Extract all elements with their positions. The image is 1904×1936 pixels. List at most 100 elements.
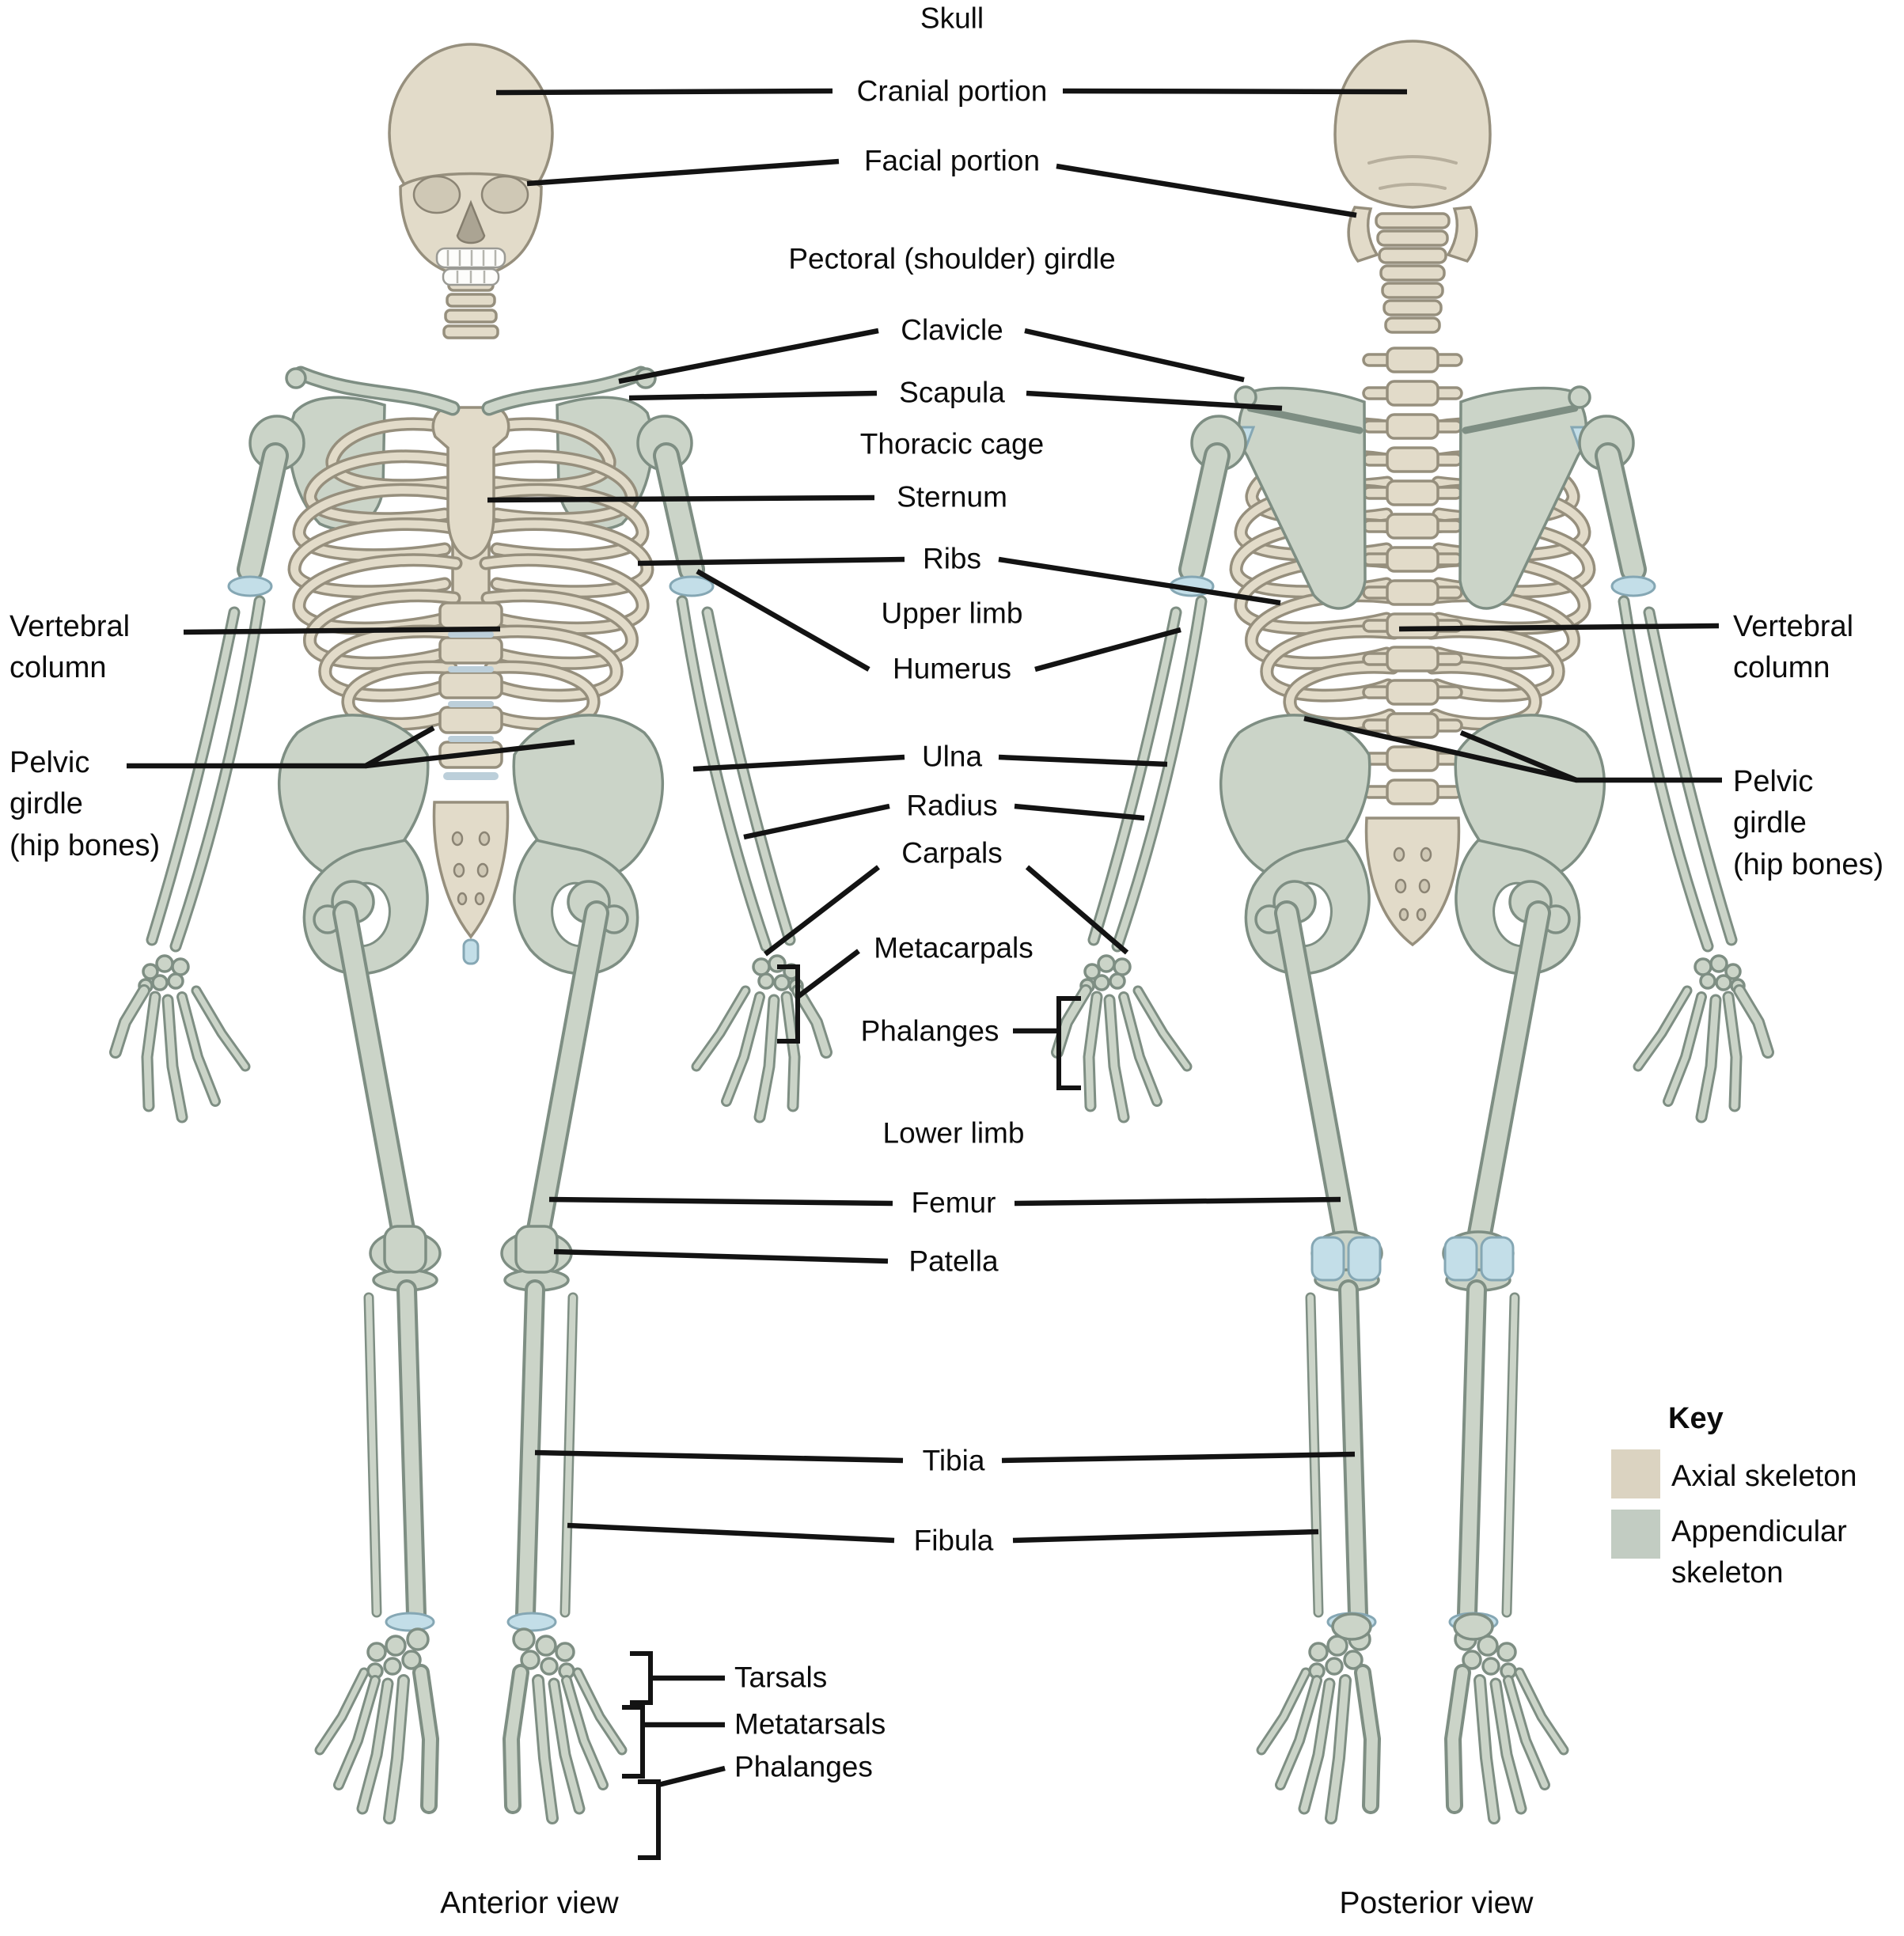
bracket-tarsals (630, 1651, 653, 1705)
anterior-skull (388, 43, 554, 286)
label-cranial-portion: Cranial portion (856, 74, 1048, 108)
label-phalanges-foot: Phalanges (734, 1750, 873, 1783)
brackets (622, 964, 1081, 1860)
label-scapula: Scapula (899, 376, 1005, 409)
sternum-shape (431, 406, 510, 560)
femoral-condyle-shape (1347, 1236, 1382, 1282)
label-tarsals: Tarsals (734, 1661, 828, 1694)
leader-clavicle-left (618, 328, 879, 385)
leader-femur-right (1014, 1196, 1341, 1207)
heading-upper-limb: Upper limb (881, 597, 1023, 630)
anterior-legs (314, 881, 628, 1818)
leader-facial-left (526, 158, 840, 187)
leader-vertebral-right (1398, 623, 1720, 632)
leader-metacarpals (796, 949, 860, 999)
label-carpals: Carpals (901, 836, 1003, 869)
patella-shape (383, 1225, 427, 1274)
eye-socket-shape (412, 175, 461, 214)
heading-thoracic-cage: Thoracic cage (859, 427, 1045, 460)
leader-humerus-right (1034, 627, 1181, 672)
leader-carpals-right (1025, 865, 1129, 955)
leader-facial-right (1056, 163, 1357, 218)
pubic-symphysis-shape (462, 938, 480, 965)
leader-ulna-right (998, 754, 1168, 767)
label-line: (hip bones) (1733, 847, 1884, 881)
key-title: Key (1668, 1402, 1724, 1435)
heading-lower-limb: Lower limb (882, 1116, 1025, 1150)
anterior-pelvis (277, 714, 665, 976)
femoral-condyle-shape (1480, 1236, 1515, 1282)
bracket-metatarsals (622, 1705, 645, 1779)
femoral-condyle-shape (1443, 1236, 1478, 1282)
posterior-skeleton (1057, 40, 1768, 1818)
label-phalanges-hand: Phalanges (860, 1014, 999, 1048)
leader-scapula-left (628, 390, 878, 401)
label-line: girdle (1733, 806, 1807, 840)
label-metatarsals: Metatarsals (734, 1707, 886, 1741)
patella-shape (514, 1225, 559, 1274)
eye-socket-shape (480, 175, 529, 214)
anterior-skeleton (116, 43, 826, 1818)
key-axial-label: Axial skeleton (1671, 1460, 1857, 1493)
label-pelvic-girdle-left: Pelvic girdle (hip bones) (9, 742, 160, 866)
label-patella: Patella (908, 1245, 999, 1278)
label-line: girdle (9, 787, 83, 821)
label-sternum: Sternum (897, 480, 1007, 513)
calcaneus-shape (1453, 1612, 1494, 1641)
label-line: Vertebral (9, 610, 131, 643)
label-line: Pelvic (9, 746, 90, 779)
caption-anterior-view: Anterior view (440, 1886, 619, 1920)
leader-ribs-left (637, 556, 905, 566)
leader-fibula-left (567, 1522, 895, 1544)
leader-phalanges-foot (658, 1765, 726, 1788)
anterior-cervical-vertebrae (442, 277, 499, 339)
leader-ribs-right (998, 556, 1281, 606)
bracket-phalanges-hand (1056, 996, 1081, 1090)
leader-radius-left (743, 803, 890, 840)
sacrum-shape (432, 801, 510, 939)
leader-femur-left (548, 1196, 893, 1207)
leader-lines (127, 88, 1722, 1788)
bracket-phalanges-foot (638, 1779, 661, 1860)
leader-cranial-right (1062, 88, 1408, 95)
label-fibula: Fibula (913, 1524, 994, 1557)
posterior-skull (1333, 40, 1492, 334)
calcaneus-shape (1331, 1612, 1372, 1641)
key-appendicular-label: Appendicular skeleton (1671, 1515, 1847, 1590)
leader-pelvic-left-branch (365, 739, 575, 769)
nasal-aperture-shape (456, 199, 486, 244)
sacrum-shape (1364, 816, 1461, 947)
label-vertebral-column-left: Vertebral column (9, 606, 130, 689)
axial-skeleton-swatch (1611, 1449, 1660, 1498)
leader-humerus-left (696, 569, 870, 672)
heading-skull: Skull (920, 2, 984, 35)
leader-sternum-left (487, 494, 875, 503)
leader-clavicle-right (1024, 328, 1245, 383)
leader-cranial-left (495, 88, 833, 96)
heading-pectoral-girdle: Pectoral (shoulder) girdle (788, 242, 1116, 275)
femoral-condyle-shape (1310, 1236, 1345, 1282)
leader-scapula-right (1026, 390, 1283, 411)
label-femur: Femur (911, 1186, 996, 1219)
label-metacarpals: Metacarpals (874, 931, 1034, 964)
label-line: Vertebral (1733, 610, 1854, 643)
label-tibia: Tibia (922, 1444, 985, 1477)
label-facial-portion: Facial portion (863, 144, 1041, 177)
label-clavicle: Clavicle (901, 313, 1003, 347)
leader-vertebral-left (183, 626, 501, 635)
label-ulna: Ulna (921, 740, 983, 773)
leader-tibia-left (534, 1449, 904, 1464)
caption-posterior-view: Posterior view (1339, 1886, 1534, 1920)
posterior-pelvis (1219, 714, 1606, 976)
label-line: column (9, 651, 107, 685)
label-humerus: Humerus (892, 652, 1012, 685)
label-line: column (1733, 651, 1830, 685)
appendicular-skeleton-swatch (1611, 1510, 1660, 1559)
leader-radius-right (1014, 803, 1145, 821)
leader-tibia-right (1001, 1451, 1356, 1464)
posterior-legs (1256, 881, 1569, 1818)
leader-fibula-right (1012, 1529, 1319, 1544)
anterior-lumbar-vertebrae (438, 601, 503, 780)
